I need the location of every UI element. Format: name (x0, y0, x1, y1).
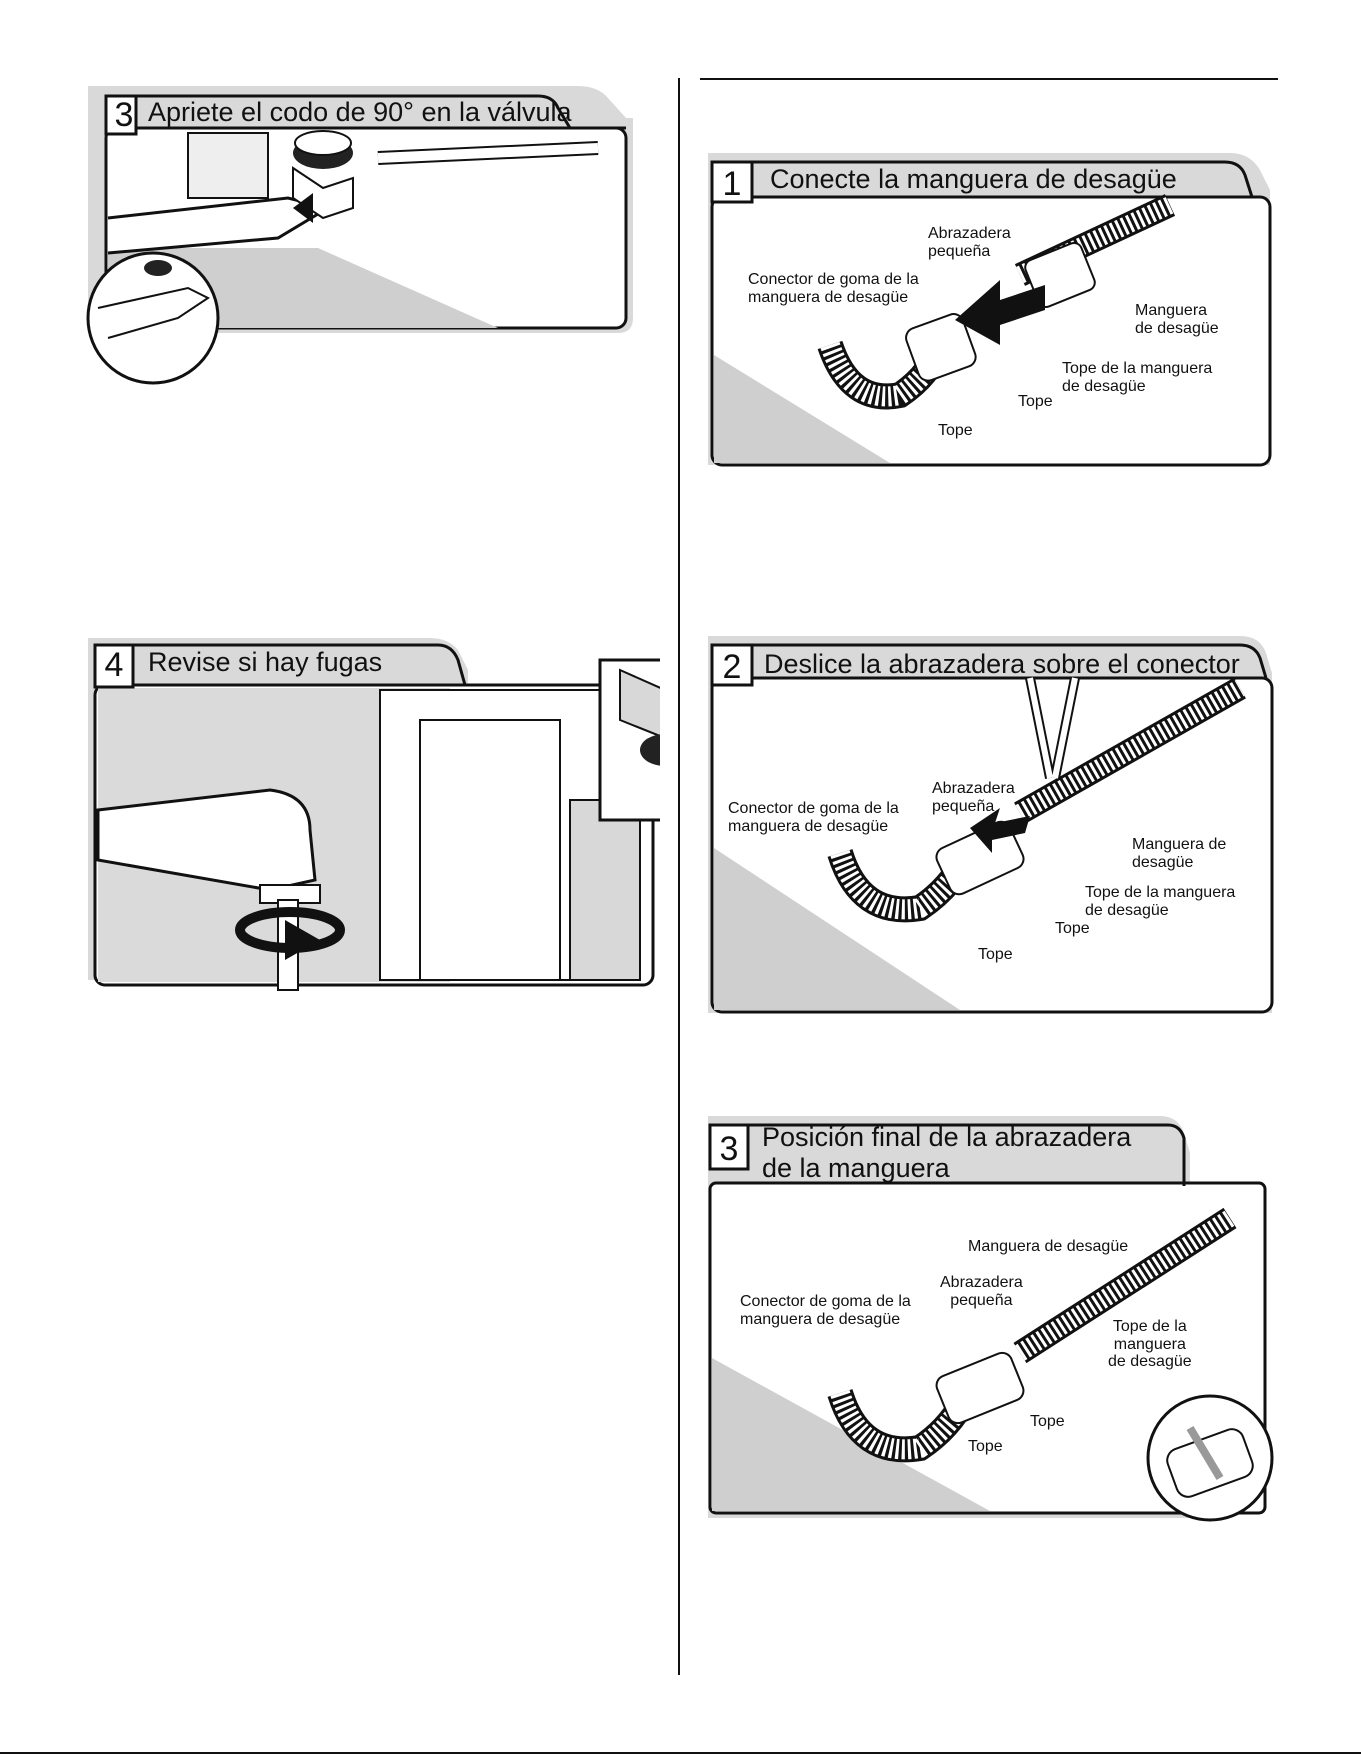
right-step1-figure: 1 Conecte la manguera de desagüe Abrazad… (700, 145, 1290, 475)
step3r-label-tope-b: Tope (968, 1438, 1003, 1455)
right-step2-figure: 2 Deslice la abrazadera sobre el conecto… (700, 628, 1290, 1018)
step2-label-tope-manguera: Tope de la manguera de desagüe (1085, 884, 1236, 919)
step1-label-tope-a: Tope (1018, 393, 1053, 410)
step1-label-abrazadera: Abrazadera pequeña (928, 225, 1011, 260)
step2-title: Deslice la abrazadera sobre el conector (764, 649, 1240, 679)
step3-title: Apriete el codo de 90° en la válvula (148, 97, 572, 127)
step3r-label-tope-manguera: Tope de la manguera de desagüe (1108, 1318, 1192, 1371)
step1-title: Conecte la manguera de desagüe (770, 164, 1177, 194)
right-step3-figure: 3 Posición final de la abrazadera de la … (700, 1108, 1290, 1528)
step2-label-tope-a: Tope (1055, 920, 1090, 937)
step2-label-tope-b: Tope (978, 946, 1013, 963)
right-step1-illustration (708, 153, 1272, 467)
step1-label-tope-b: Tope (938, 422, 973, 439)
step3r-title-line2: de la manguera (762, 1153, 950, 1183)
step3r-label-abrazadera: Abrazadera pequeña (940, 1274, 1023, 1309)
step3r-label-tope-a: Tope (1030, 1413, 1065, 1430)
column-divider (678, 78, 680, 1675)
left-step4-figure: 4 Revise si hay fugas (70, 630, 660, 1000)
step2-number: 2 (722, 648, 742, 686)
step1-label-manguera: Manguera de desagüe (1135, 302, 1219, 337)
step3r-title-line1: Posición final de la abrazadera (762, 1122, 1132, 1152)
step4-number: 4 (104, 646, 124, 684)
step2-label-conector: Conector de goma de la manguera de desag… (728, 800, 899, 835)
left-step4-illustration (88, 638, 660, 991)
step4-title: Revise si hay fugas (148, 647, 383, 677)
step2-label-manguera: Manguera de desagüe (1132, 836, 1227, 871)
bottom-rule (0, 1752, 1361, 1754)
right-step2-illustration (708, 636, 1274, 1014)
left-step3-figure: 3 Apriete el codo de 90° en la válvula (78, 78, 648, 408)
step3r-number: 3 (719, 1130, 739, 1168)
right-step3-illustration (708, 1116, 1274, 1522)
left-step3-illustration (86, 86, 633, 385)
step1-number: 1 (722, 165, 742, 203)
step1-label-conector: Conector de goma de la manguera de desag… (748, 271, 919, 306)
step3r-label-manguera: Manguera de desagüe (968, 1238, 1129, 1255)
step3-number: 3 (114, 96, 134, 134)
step1-label-tope-manguera: Tope de la manguera de desagüe (1062, 360, 1213, 395)
top-rule (700, 78, 1278, 80)
step2-label-abrazadera: Abrazadera pequeña (932, 780, 1015, 815)
step3r-label-conector: Conector de goma de la manguera de desag… (740, 1293, 911, 1328)
